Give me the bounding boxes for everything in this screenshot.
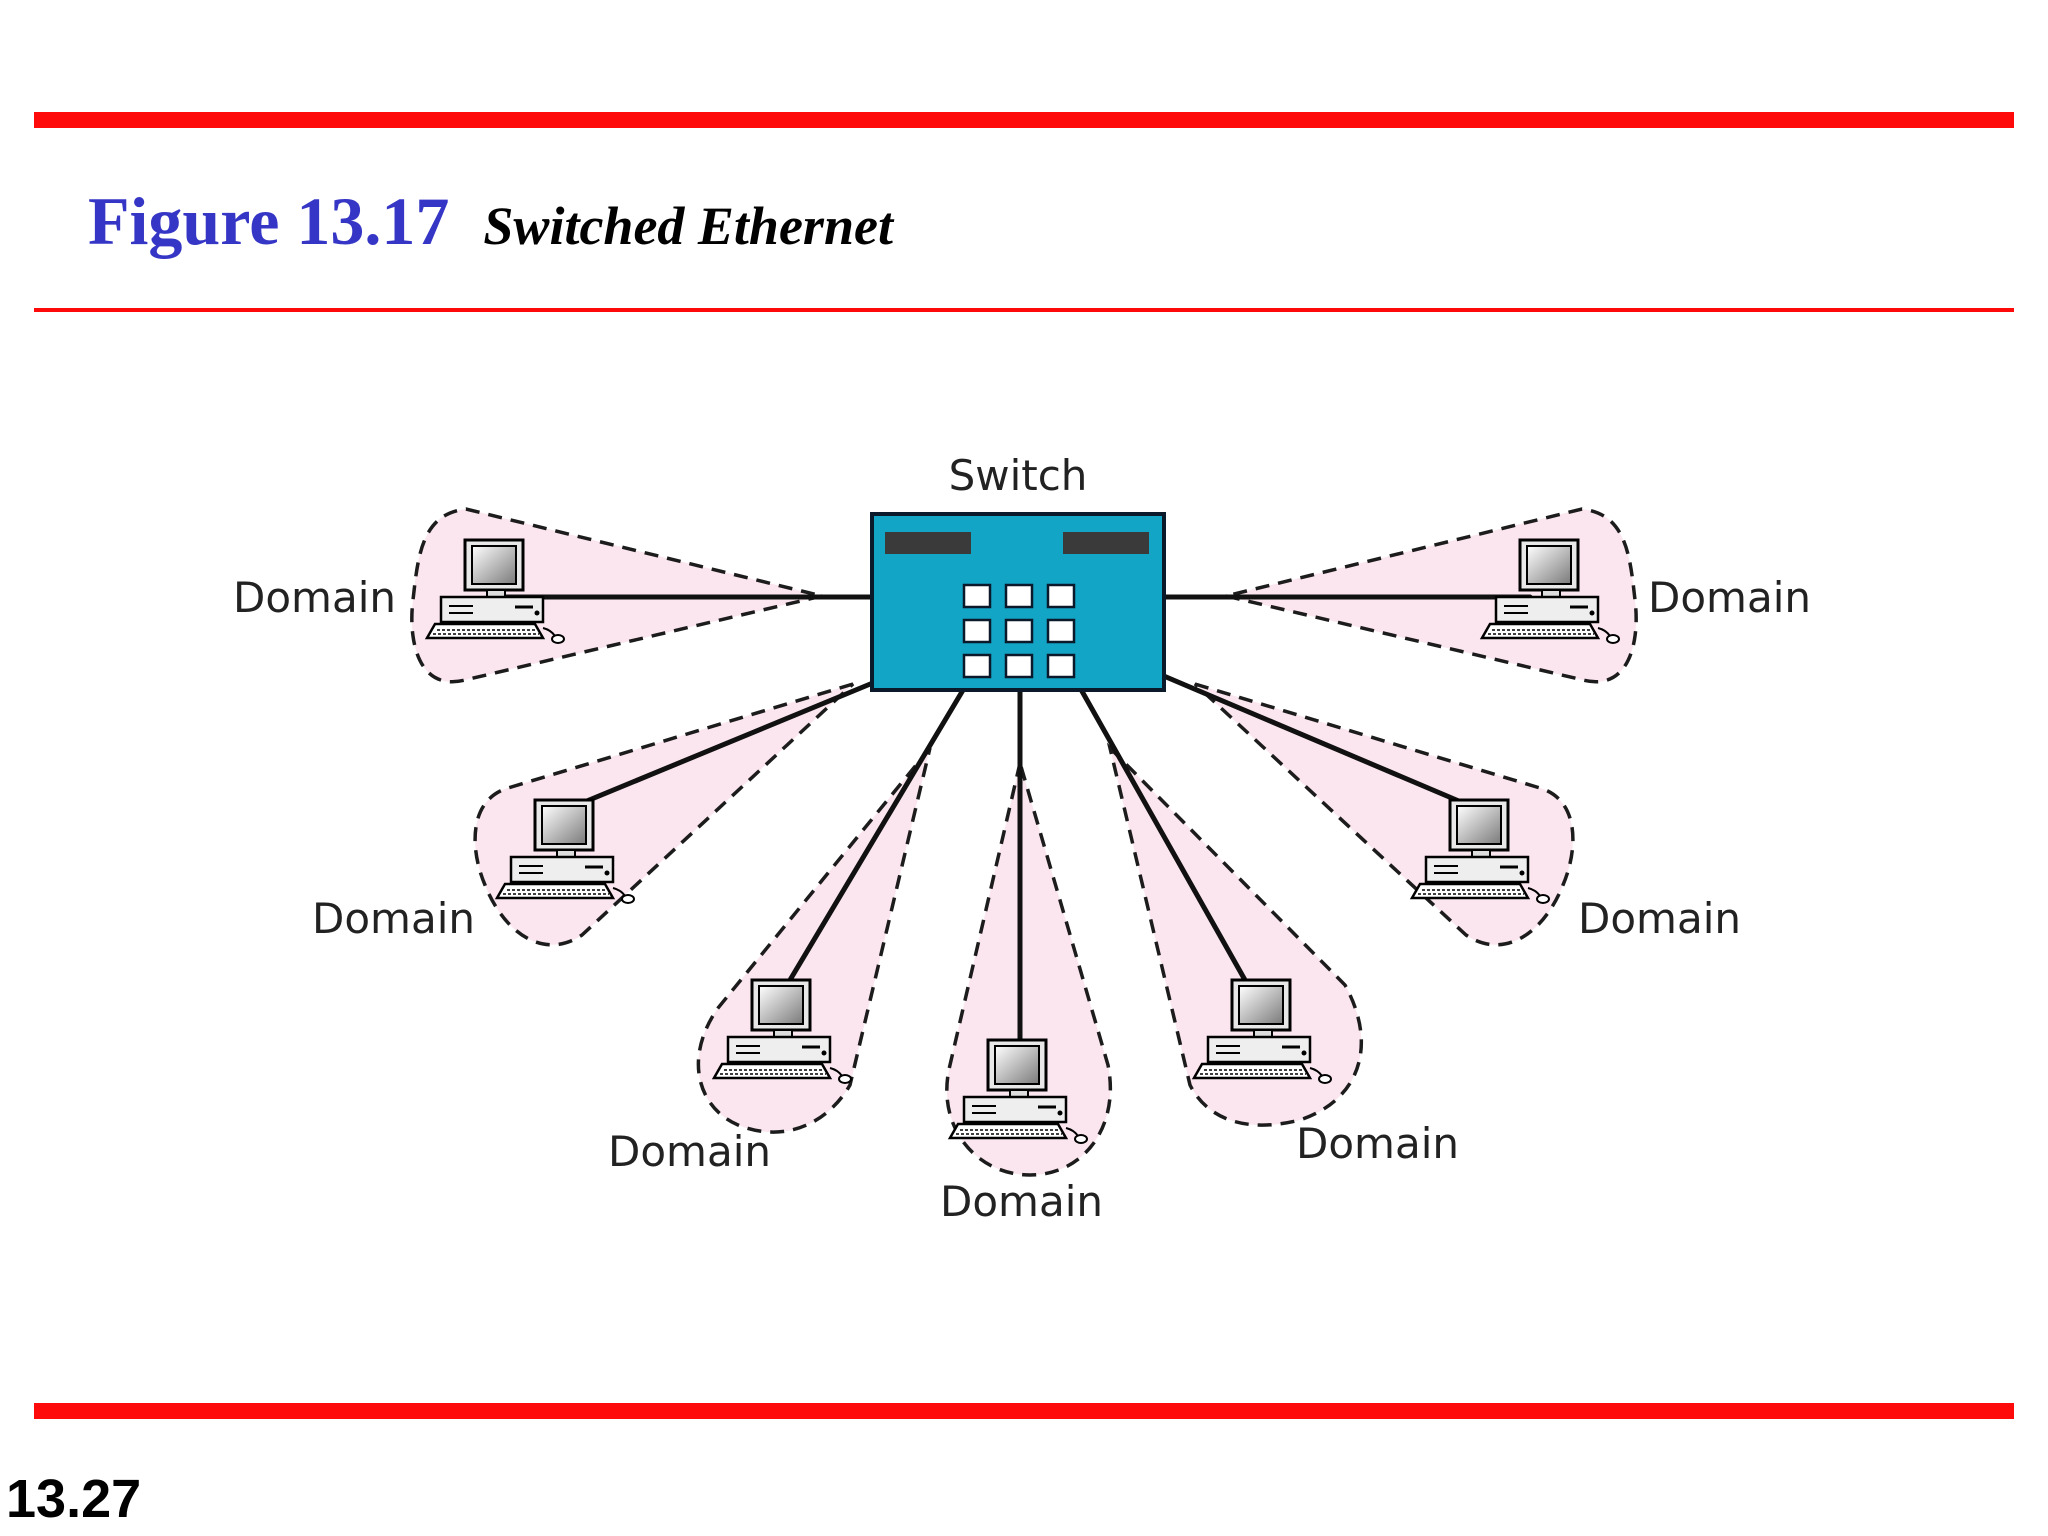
- domain-area-lower-right: [1106, 742, 1364, 1127]
- switch-panel-left: [885, 532, 971, 554]
- link-left: [562, 677, 883, 813]
- bottom-red-rule: [34, 1403, 2014, 1419]
- domain-label-upper-right: Domain: [1648, 573, 1811, 622]
- domain-label-left: Domain: [312, 894, 475, 943]
- switch-panel-right: [1063, 532, 1149, 554]
- domain-label-upper-left: Domain: [233, 573, 396, 622]
- slide-number: 13.27: [6, 1469, 142, 1529]
- domain-label-bottom: Domain: [940, 1177, 1103, 1226]
- switch-label: Switch: [949, 451, 1088, 500]
- figure-title: Figure 13.17 Switched Ethernet: [88, 182, 893, 261]
- title-underline-rule: [34, 308, 2014, 312]
- link-lower-left: [787, 667, 978, 983]
- switch: Switch: [870, 451, 1166, 692]
- domain-area-left: [473, 682, 855, 947]
- domain-label-right: Domain: [1578, 894, 1741, 943]
- figure-caption: Switched Ethernet: [483, 196, 893, 256]
- link-lower-right: [1067, 667, 1248, 983]
- domain-label-lower-right: Domain: [1296, 1119, 1459, 1168]
- figure-number: Figure 13.17: [88, 183, 450, 259]
- switch-ports: [962, 583, 1076, 679]
- domain-label-lower-left: Domain: [608, 1127, 771, 1176]
- top-red-rule: [34, 112, 2014, 128]
